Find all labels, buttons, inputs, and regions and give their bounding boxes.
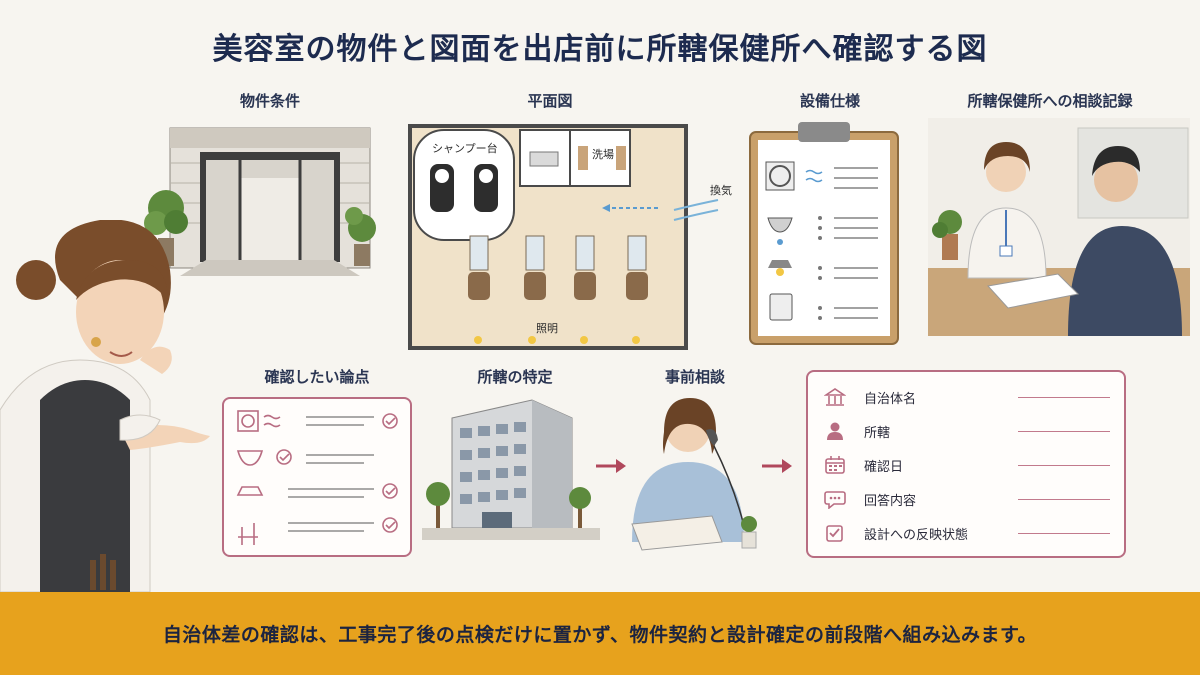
record-row-answer: 回答内容: [822, 486, 1110, 512]
speech-bubble-icon: [822, 488, 848, 510]
label-jurisdiction: 所轄の特定: [477, 368, 553, 386]
label-floor-plan: 平面図: [527, 92, 573, 110]
label-property: 物件条件: [239, 92, 300, 110]
page-title: 美容室の物件と図面を出店前に所轄保健所へ確認する図: [212, 32, 988, 67]
footer-banner: 自治体差の確認は、工事完了後の点検だけに置かず、物件契約と設計確定の前段階へ組み…: [0, 592, 1200, 675]
record-label: 自治体名: [864, 391, 917, 407]
city-hall-icon: [822, 386, 848, 408]
record-row-municipality: 自治体名: [822, 384, 1110, 410]
storefront-illustration: [144, 127, 376, 276]
label-check-points: 確認したい論点: [264, 368, 370, 386]
footer-text: 自治体差の確認は、工事完了後の点検だけに置かず、物件契約と設計確定の前段階へ組み…: [162, 624, 1038, 646]
equipment-clipboard: [749, 122, 899, 345]
record-line: [1018, 532, 1110, 534]
record-line: [1018, 498, 1110, 500]
calendar-icon: [822, 454, 848, 476]
record-row-design-status: 設計への反映状態: [822, 520, 1110, 546]
label-consult-record: 所轄保健所への相談記録: [967, 92, 1133, 110]
record-label: 回答内容: [864, 493, 917, 509]
record-line: [1018, 464, 1110, 466]
consultation-meeting-illustration: [928, 118, 1190, 336]
record-label: 所轄: [864, 425, 891, 441]
label-equipment: 設備仕様: [799, 92, 860, 110]
floor-plan-illustration: シャンプー台 洗場 照明 換気: [408, 124, 732, 350]
arrow-right-icon: [596, 459, 626, 473]
consultation-record-card: 自治体名 所轄 確認日 回答内容 設計への反映状態: [806, 370, 1126, 558]
record-line: [1018, 430, 1110, 432]
person-icon: [822, 420, 848, 442]
label-pre-consult: 事前相談: [664, 368, 725, 386]
check-points-card: [222, 397, 412, 557]
floor-label-ventilation: 換気: [710, 183, 732, 197]
stylist-illustration: [0, 220, 210, 592]
arrow-right-icon: [762, 459, 792, 473]
record-line: [1018, 396, 1110, 398]
record-row-date: 確認日: [822, 452, 1110, 478]
floor-label-wash: 洗場: [592, 148, 614, 161]
record-label: 確認日: [864, 459, 904, 475]
floor-label-lighting: 照明: [536, 322, 558, 335]
record-row-jurisdiction: 所轄: [822, 418, 1110, 444]
phone-consultation-illustration: [631, 398, 757, 551]
checkbox-icon: [822, 522, 848, 544]
floor-label-shampoo: シャンプー台: [432, 141, 498, 155]
office-building-illustration: [422, 399, 600, 540]
check-points-list: [236, 410, 398, 545]
record-label: 設計への反映状態: [864, 527, 969, 543]
